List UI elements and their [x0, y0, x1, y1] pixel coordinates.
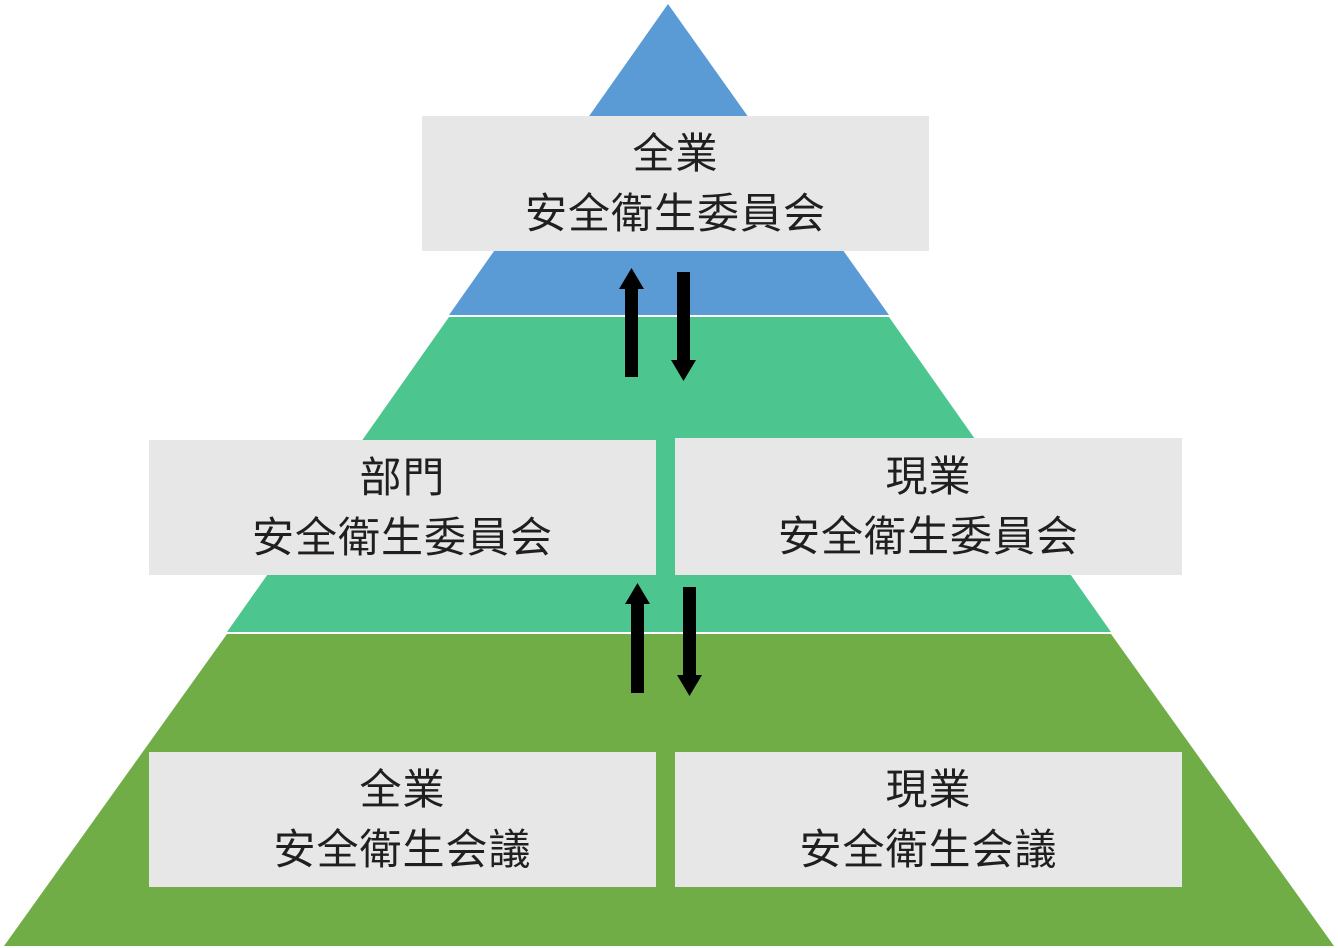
- box-title: 全業: [632, 128, 719, 178]
- arrow-down-top-connector: [671, 272, 696, 381]
- box-title: 部門: [359, 452, 446, 502]
- box-subtitle: 安全衛生委員会: [251, 512, 553, 562]
- box-subtitle: 安全衛生委員会: [524, 188, 826, 238]
- box-subtitle: 安全衛生会議: [273, 824, 532, 874]
- box-subtitle: 安全衛生委員会: [777, 511, 1079, 561]
- field-safety-committee-box: 現業 安全衛生委員会: [675, 438, 1182, 575]
- zengyo-safety-committee-box: 全業 安全衛生委員会: [422, 116, 929, 251]
- box-title: 現業: [885, 451, 972, 501]
- arrow-down-bottom-connector: [677, 587, 702, 696]
- field-safety-meeting-box: 現業 安全衛生会議: [675, 752, 1182, 887]
- arrow-up-top-connector: [619, 268, 644, 377]
- box-title: 現業: [885, 764, 972, 814]
- department-safety-committee-box: 部門 安全衛生委員会: [149, 440, 656, 575]
- zengyo-safety-meeting-box: 全業 安全衛生会議: [149, 752, 656, 887]
- box-subtitle: 安全衛生会議: [799, 824, 1058, 874]
- box-title: 全業: [359, 764, 446, 814]
- arrow-up-bottom-connector: [625, 583, 650, 693]
